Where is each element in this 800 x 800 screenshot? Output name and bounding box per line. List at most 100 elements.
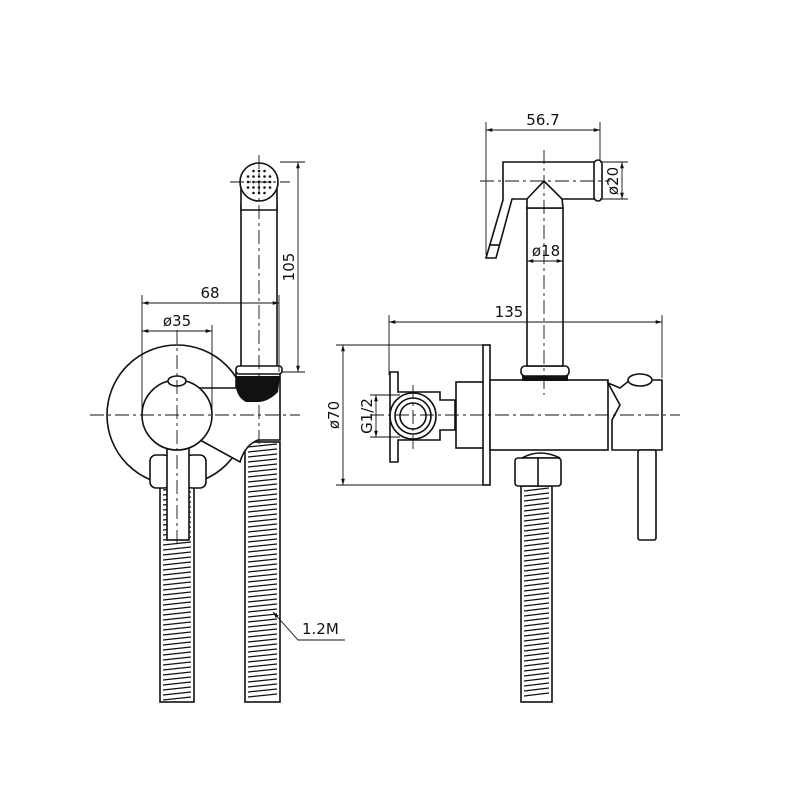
hose-winding (247, 513, 278, 518)
hose-winding (247, 523, 278, 528)
hose-winding (162, 666, 192, 671)
hose-winding (523, 677, 550, 682)
hose-winding (523, 617, 550, 622)
hose-winding (162, 626, 192, 631)
hose-winding (162, 671, 192, 676)
hose-winding (247, 668, 278, 673)
hose-winding (247, 578, 278, 583)
hose-winding (162, 636, 192, 641)
label-g12: G1/2 (358, 398, 376, 434)
label-20: ø20 (604, 167, 622, 195)
hose-winding (247, 623, 278, 628)
hose-winding (247, 538, 278, 543)
hose-winding (247, 573, 278, 578)
side-lever (637, 449, 657, 541)
stem-collar (520, 365, 570, 377)
nozzle-dot (252, 186, 255, 189)
hose-winding (523, 562, 550, 567)
hose-winding (247, 528, 278, 533)
hose-winding (523, 572, 550, 577)
hose-winding (247, 458, 278, 463)
hose-winding (523, 657, 550, 662)
hose-winding (523, 507, 550, 512)
hose-winding (523, 642, 550, 647)
hose-winding (247, 658, 278, 663)
hose-winding (162, 546, 192, 551)
side-view: 56.7 ø20 ø18 135 ø70 G1/2 (325, 111, 680, 703)
hose-winding (247, 498, 278, 503)
label-70: ø70 (325, 401, 343, 429)
nozzle-dot (263, 191, 266, 195)
hose-winding (247, 608, 278, 613)
hose-winding (523, 682, 550, 687)
mixer-lever (166, 439, 190, 541)
hose-winding (523, 637, 550, 642)
hose-winding (247, 443, 278, 448)
hose-winding (247, 553, 278, 558)
label-105: 105 (280, 253, 298, 282)
hose-winding (247, 543, 278, 548)
hose-winding (162, 601, 192, 606)
nozzle-dot (246, 186, 250, 189)
handle-knob (627, 373, 653, 387)
hose-winding (523, 587, 550, 592)
nozzle-dot (246, 175, 250, 178)
hose-winding (247, 483, 278, 488)
hose-holder-side (244, 441, 281, 703)
hose-winding (523, 537, 550, 542)
hose-winding (523, 672, 550, 677)
hose-winding (162, 646, 192, 651)
hose-winding (247, 678, 278, 683)
nozzle-dot (252, 175, 255, 178)
hose-winding (162, 611, 192, 616)
nozzle-dot (263, 169, 266, 173)
nozzle-dot (263, 175, 266, 178)
hose-winding (247, 473, 278, 478)
hose-winding (247, 693, 278, 698)
hose-winding (162, 676, 192, 681)
hose-winding (523, 692, 550, 697)
hose-winding (247, 508, 278, 513)
hose-winding (162, 571, 192, 576)
hose-winding (247, 618, 278, 623)
spray-nozzles (246, 169, 272, 195)
hose-winding (523, 542, 550, 547)
hose-side (520, 485, 553, 703)
hose-winding (523, 582, 550, 587)
hose-winding (247, 493, 278, 498)
hose-winding (523, 522, 550, 527)
handset-stem (526, 207, 564, 367)
stem-thread (522, 375, 568, 381)
hose-winding (247, 583, 278, 588)
hose-winding (247, 663, 278, 668)
hose-winding (247, 633, 278, 638)
hose-winding (523, 647, 550, 652)
hose-winding (523, 632, 550, 637)
nozzle-dot (252, 191, 255, 195)
hose-winding (247, 588, 278, 593)
hose-winding (162, 651, 192, 656)
hose-winding (523, 497, 550, 502)
nozzle-dot (268, 175, 272, 178)
hose-winding (247, 643, 278, 648)
hose-winding (523, 622, 550, 627)
hose-winding (523, 517, 550, 522)
hose-winding (162, 556, 192, 561)
hose-winding (523, 607, 550, 612)
hose-winding (247, 448, 278, 453)
hose-winding (162, 661, 192, 666)
hose-winding (523, 687, 550, 692)
hose-winding (523, 662, 550, 667)
hose-winding (247, 548, 278, 553)
hose-winding (247, 638, 278, 643)
label-18: ø18 (532, 242, 560, 260)
label-135: 135 (495, 303, 524, 321)
handle-block (606, 379, 663, 451)
nozzle-dot (268, 186, 272, 189)
hose-winding (523, 487, 550, 492)
hose-winding (162, 566, 192, 571)
hose-winding (247, 563, 278, 568)
holder-grip (236, 376, 280, 402)
nozzle-dot (252, 169, 255, 173)
hose-winding (162, 576, 192, 581)
